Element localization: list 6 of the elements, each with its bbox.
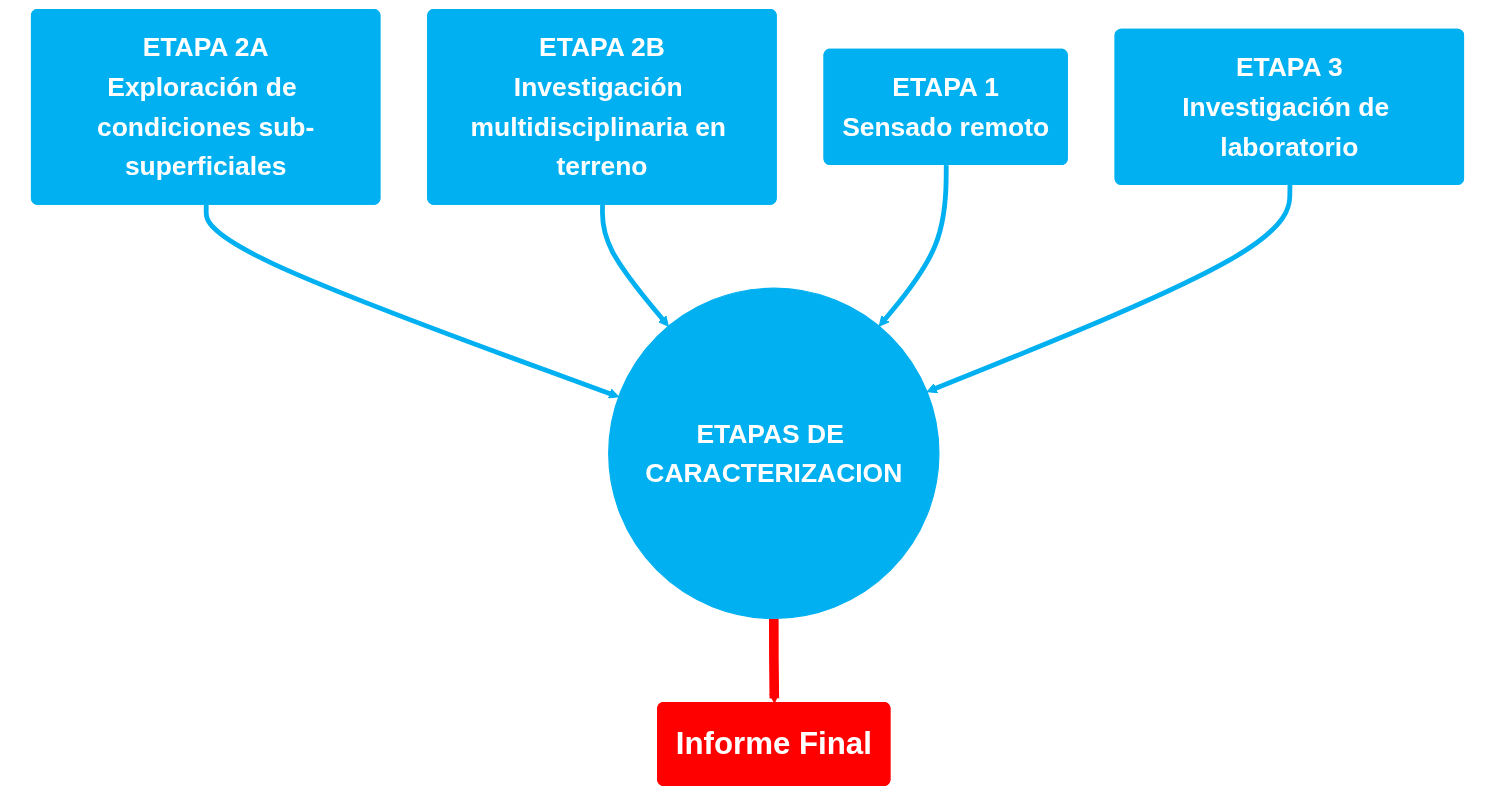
arrow <box>926 184 1293 394</box>
arrow <box>203 204 620 399</box>
arrow <box>878 165 949 327</box>
arrow <box>769 618 780 704</box>
node-circle: ETAPAS DE CARACTERIZACION <box>608 287 940 620</box>
arrow <box>600 204 669 327</box>
